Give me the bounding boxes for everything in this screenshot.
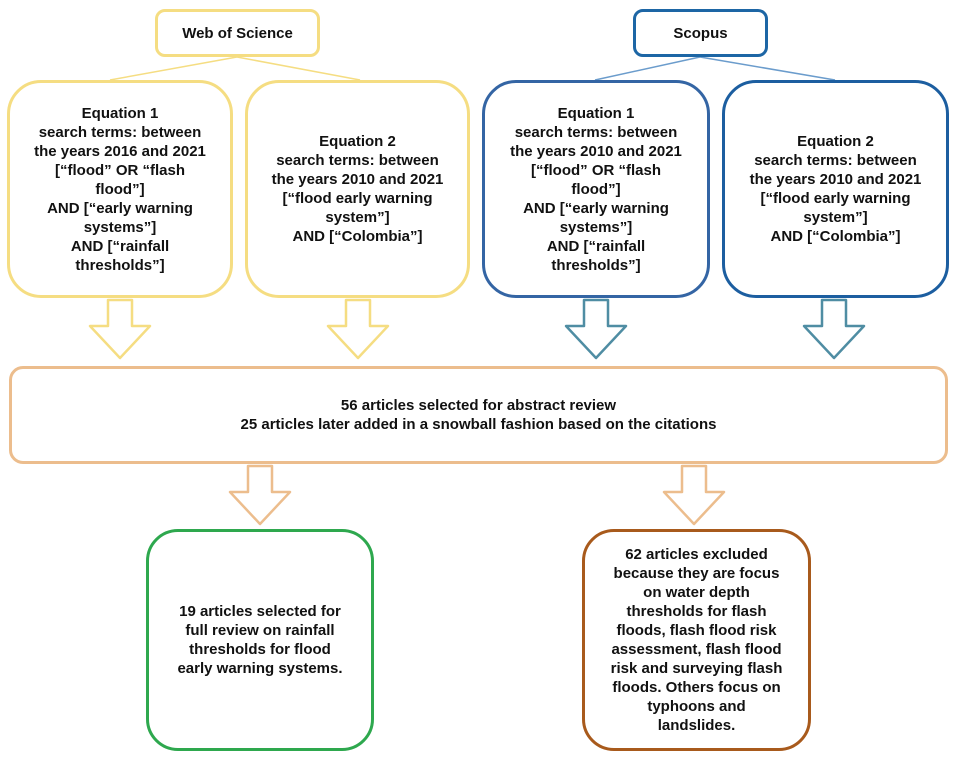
equation-line: thresholds”] — [551, 256, 641, 274]
equation-line: the years 2010 and 2021 — [271, 171, 444, 188]
excluded-line: landslides. — [657, 717, 736, 734]
wos-equation-2-box: Equation 2 search terms: between the yea… — [245, 80, 470, 298]
excluded-line: assessment, flash flood — [611, 641, 782, 658]
wos-equation-1-box: Equation 1 search terms: between the yea… — [7, 80, 233, 298]
selected-line-abstract-review: 56 articles selected for abstract review — [340, 397, 617, 414]
source-web-of-science: Web of Science — [155, 9, 320, 57]
scopus-connector-left — [594, 56, 701, 81]
equation-line: flood”] — [571, 180, 621, 198]
included-line: 19 articles selected for — [179, 603, 341, 620]
arrow-scopus-eq2 — [802, 298, 866, 360]
equation-title: Equation 2 — [797, 133, 874, 150]
excluded-line: on water depth — [643, 584, 750, 601]
equation-title: Equation 2 — [319, 133, 396, 150]
arrow-scopus-eq1 — [564, 298, 628, 360]
excluded-line: 62 articles excluded — [625, 546, 768, 563]
equation-line: system”] — [325, 209, 390, 226]
equation-line: the years 2010 and 2021 — [510, 142, 682, 160]
scopus-equation-2-box: Equation 2 search terms: between the yea… — [722, 80, 949, 298]
equation-line: systems”] — [83, 218, 157, 236]
equation-line: AND [“Colombia”] — [292, 228, 423, 245]
equation-line: thresholds”] — [75, 256, 165, 274]
equation-line: the years 2010 and 2021 — [749, 171, 922, 188]
excluded-line: typhoons and — [647, 698, 746, 715]
equation-line: search terms: between — [754, 152, 917, 169]
included-articles-box: 19 articles selected for full review on … — [146, 529, 374, 751]
equation-line: [“flood early warning — [282, 190, 433, 207]
equation-line: [“flood” OR “flash — [55, 161, 185, 179]
equation-title: Equation 1 — [557, 104, 635, 122]
included-line: thresholds for flood — [189, 641, 331, 658]
excluded-line: floods, flash flood risk — [616, 622, 777, 639]
equation-line: [“flood early warning — [760, 190, 911, 207]
scopus-connector-right — [699, 56, 836, 81]
equation-line: AND [“Colombia”] — [770, 228, 901, 245]
equation-line: search terms: between — [38, 123, 202, 141]
source-web-of-science-label: Web of Science — [182, 24, 293, 42]
equation-line: AND [“rainfall — [546, 237, 646, 255]
wos-connector-left — [109, 56, 238, 81]
equation-line: the years 2016 and 2021 — [34, 142, 206, 160]
source-scopus: Scopus — [633, 9, 768, 57]
equation-line: search terms: between — [276, 152, 439, 169]
equation-line: AND [“rainfall — [70, 237, 170, 255]
equation-line: [“flood” OR “flash — [531, 161, 661, 179]
equation-line: AND [“early warning — [523, 199, 669, 217]
selected-articles-box: 56 articles selected for abstract review… — [9, 366, 948, 464]
equation-line: systems”] — [559, 218, 633, 236]
excluded-articles-box: 62 articles excluded because they are fo… — [582, 529, 811, 751]
selected-line-snowball: 25 articles later added in a snowball fa… — [240, 416, 717, 433]
included-line: early warning systems. — [177, 660, 343, 677]
equation-line: system”] — [803, 209, 868, 226]
excluded-line: floods. Others focus on — [612, 679, 781, 696]
included-line: full review on rainfall — [185, 622, 335, 639]
arrow-to-excluded — [662, 464, 726, 526]
arrow-wos-eq1 — [88, 298, 152, 360]
equation-line: search terms: between — [514, 123, 678, 141]
excluded-line: risk and surveying flash — [610, 660, 783, 677]
equation-line: flood”] — [95, 180, 145, 198]
arrow-wos-eq2 — [326, 298, 390, 360]
source-scopus-label: Scopus — [673, 24, 728, 42]
arrow-to-included — [228, 464, 292, 526]
excluded-line: because they are focus — [613, 565, 780, 582]
wos-connector-right — [236, 56, 361, 81]
scopus-equation-1-box: Equation 1 search terms: between the yea… — [482, 80, 710, 298]
equation-line: AND [“early warning — [47, 199, 193, 217]
excluded-line: thresholds for flash — [626, 603, 767, 620]
equation-title: Equation 1 — [81, 104, 159, 122]
